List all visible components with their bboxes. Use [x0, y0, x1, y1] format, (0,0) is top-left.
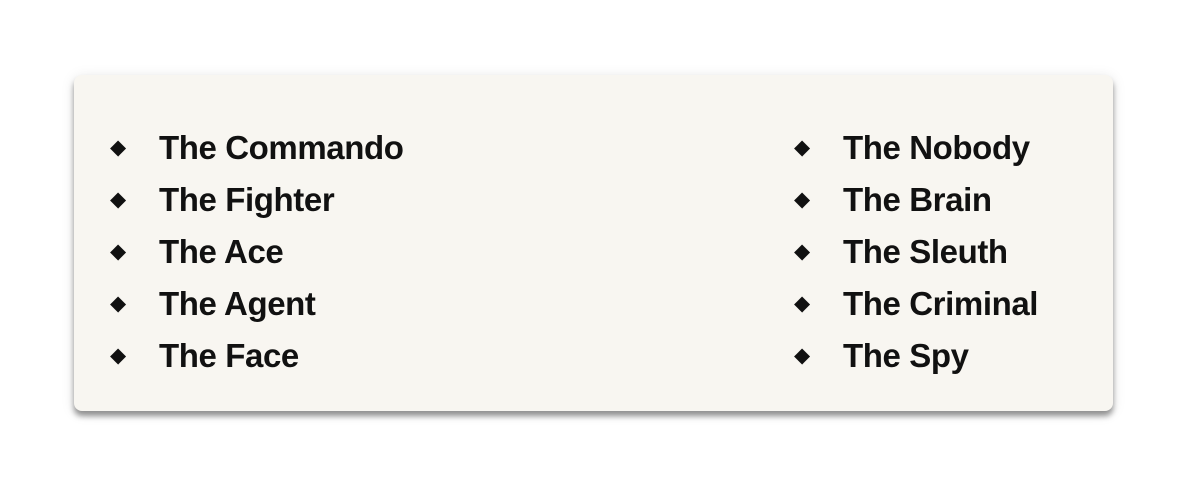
diamond-bullet-icon: ◆ — [794, 238, 811, 263]
archetype-label: The Fighter — [159, 180, 335, 218]
list-item: ◆ The Ace — [110, 225, 404, 277]
archetype-list-right: ◆ The Nobody ◆ The Brain ◆ The Sleuth ◆ … — [794, 121, 1038, 381]
archetype-label: The Brain — [843, 180, 992, 218]
archetype-label: The Spy — [843, 336, 969, 374]
diamond-bullet-icon: ◆ — [110, 134, 127, 159]
list-item: ◆ The Face — [110, 329, 404, 381]
diamond-bullet-icon: ◆ — [110, 186, 127, 211]
list-item: ◆ The Spy — [794, 329, 1038, 381]
archetype-label: The Criminal — [843, 284, 1039, 322]
list-item: ◆ The Fighter — [110, 173, 404, 225]
archetype-label: The Sleuth — [843, 232, 1008, 270]
list-item: ◆ The Criminal — [794, 277, 1038, 329]
archetype-card: ◆ The Commando ◆ The Fighter ◆ The Ace ◆… — [74, 75, 1113, 411]
diamond-bullet-icon: ◆ — [794, 290, 811, 315]
list-item: ◆ The Commando — [110, 121, 404, 173]
archetype-label: The Commando — [159, 128, 404, 166]
archetype-list-left: ◆ The Commando ◆ The Fighter ◆ The Ace ◆… — [110, 121, 404, 381]
archetype-label: The Ace — [159, 232, 284, 270]
diamond-bullet-icon: ◆ — [794, 186, 811, 211]
archetype-label: The Face — [159, 336, 299, 374]
list-item: ◆ The Nobody — [794, 121, 1038, 173]
list-item: ◆ The Sleuth — [794, 225, 1038, 277]
diamond-bullet-icon: ◆ — [110, 290, 127, 315]
diamond-bullet-icon: ◆ — [110, 238, 127, 263]
archetype-label: The Agent — [159, 284, 316, 322]
list-item: ◆ The Brain — [794, 173, 1038, 225]
list-item: ◆ The Agent — [110, 277, 404, 329]
diamond-bullet-icon: ◆ — [110, 342, 127, 367]
diamond-bullet-icon: ◆ — [794, 342, 811, 367]
archetype-label: The Nobody — [843, 128, 1030, 166]
diamond-bullet-icon: ◆ — [794, 134, 811, 159]
